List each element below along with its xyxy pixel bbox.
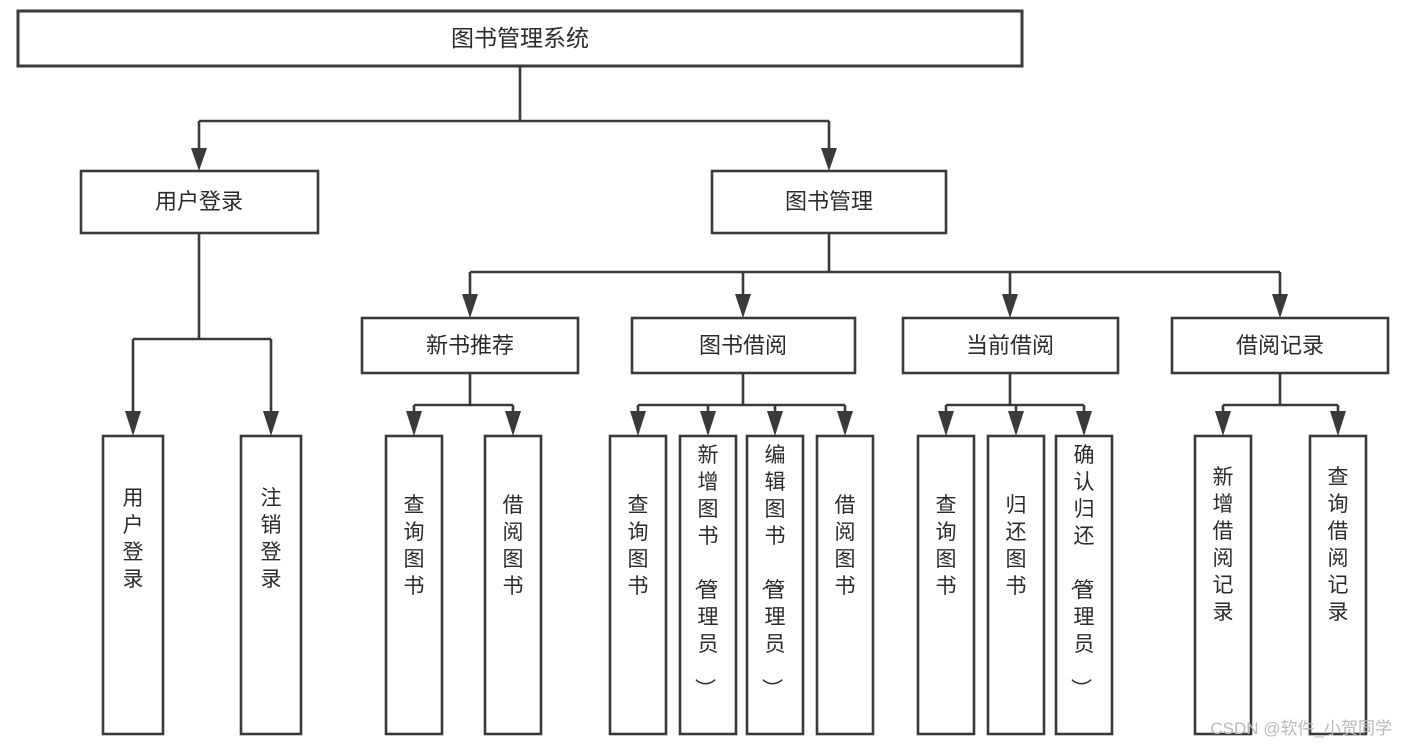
node-borrow-book-2-box[interactable] xyxy=(815,434,875,736)
node-add-book-admin[interactable]: 新增图书（管理员） xyxy=(678,434,738,736)
node-query-book-3-label: 查询图书 xyxy=(936,494,957,598)
arrow-head-add-borrow-record xyxy=(1215,411,1231,436)
node-user-login-box[interactable] xyxy=(79,169,320,235)
node-new-book-recommend[interactable]: 新书推荐 xyxy=(360,316,580,375)
node-user-login-action[interactable]: 用户登录 xyxy=(101,434,165,736)
arrow-head-confirm-return-admin xyxy=(1076,411,1092,436)
node-current-borrow[interactable]: 当前借阅 xyxy=(901,316,1120,375)
arrow-head-borrow-book-1 xyxy=(505,411,521,436)
arrow-head-return-book xyxy=(1008,411,1024,436)
node-return-book[interactable]: 归还图书 xyxy=(986,434,1046,736)
node-borrow-records[interactable]: 借阅记录 xyxy=(1170,316,1390,375)
node-query-book-1[interactable]: 查询图书 xyxy=(384,434,444,736)
node-add-borrow-record-label: 新增借阅记录 xyxy=(1213,466,1234,624)
node-edit-book-admin-box[interactable] xyxy=(745,434,805,736)
node-query-book-1-box[interactable] xyxy=(384,434,444,736)
node-root[interactable]: 图书管理系统 xyxy=(16,9,1024,68)
arrow-head-query-book-1 xyxy=(406,411,422,436)
node-user-login[interactable]: 用户登录 xyxy=(79,169,320,235)
node-borrow-records-label: 借阅记录 xyxy=(1236,333,1324,358)
arrow-head-user-login-action xyxy=(125,411,141,436)
node-book-management-box[interactable] xyxy=(710,169,948,235)
arrow-head-add-book-admin xyxy=(700,411,716,436)
node-add-book-admin-box[interactable] xyxy=(678,434,738,736)
arrow-head-query-book-2 xyxy=(630,411,646,436)
node-new-book-recommend-box[interactable] xyxy=(360,316,580,375)
node-edit-book-admin-label: 编辑图书（管理员） xyxy=(760,444,786,699)
connector-layer xyxy=(125,66,1346,436)
arrow-head-borrow-book-2 xyxy=(837,411,853,436)
node-borrow-book-1[interactable]: 借阅图书 xyxy=(483,434,543,736)
node-query-book-2-label: 查询图书 xyxy=(628,494,649,598)
node-query-book-1-label: 查询图书 xyxy=(404,494,425,598)
arrow-head-edit-book-admin xyxy=(767,411,783,436)
node-user-logout-action-box[interactable] xyxy=(239,434,303,736)
node-edit-book-admin[interactable]: 编辑图书（管理员） xyxy=(745,434,805,736)
node-book-borrow[interactable]: 图书借阅 xyxy=(630,316,857,375)
node-confirm-return-admin-box[interactable] xyxy=(1054,434,1114,736)
node-user-logout-action[interactable]: 注销登录 xyxy=(239,434,303,736)
node-book-management-label: 图书管理 xyxy=(785,189,873,214)
arrow-head-book-borrow xyxy=(735,294,751,318)
node-borrow-records-box[interactable] xyxy=(1170,316,1390,375)
node-return-book-label: 归还图书 xyxy=(1006,494,1027,598)
node-confirm-return-admin-label: 确认归还（管理员） xyxy=(1069,444,1095,699)
node-book-borrow-label: 图书借阅 xyxy=(699,333,787,358)
node-borrow-book-1-box[interactable] xyxy=(483,434,543,736)
node-book-management[interactable]: 图书管理 xyxy=(710,169,948,235)
node-add-borrow-record[interactable]: 新增借阅记录 xyxy=(1193,434,1253,736)
arrow-head-query-borrow-record xyxy=(1330,411,1346,436)
node-current-borrow-box[interactable] xyxy=(901,316,1120,375)
node-query-book-3[interactable]: 查询图书 xyxy=(916,434,976,736)
node-new-book-recommend-label: 新书推荐 xyxy=(426,333,514,358)
arrow-head-query-book-3 xyxy=(938,411,954,436)
node-current-borrow-label: 当前借阅 xyxy=(966,333,1054,358)
csdn-watermark: CSDN @软件_小贺同学 xyxy=(1210,719,1392,738)
node-query-book-2[interactable]: 查询图书 xyxy=(608,434,668,736)
node-user-logout-action-label: 注销登录 xyxy=(261,487,282,591)
arrow-head-book-management xyxy=(821,148,837,171)
node-user-login-label: 用户登录 xyxy=(155,189,243,214)
node-return-book-box[interactable] xyxy=(986,434,1046,736)
node-confirm-return-admin[interactable]: 确认归还（管理员） xyxy=(1054,434,1114,736)
node-query-borrow-record-label: 查询借阅记录 xyxy=(1328,466,1349,624)
node-query-borrow-record-box[interactable] xyxy=(1308,434,1368,736)
node-root-box[interactable] xyxy=(16,9,1024,68)
node-add-book-admin-label: 新增图书（管理员） xyxy=(693,444,719,699)
node-user-login-action-box[interactable] xyxy=(101,434,165,736)
node-user-login-action-label: 用户登录 xyxy=(123,487,144,591)
arrow-head-user-login xyxy=(191,148,207,171)
node-root-label: 图书管理系统 xyxy=(451,25,589,51)
node-borrow-book-1-label: 借阅图书 xyxy=(503,494,524,598)
node-query-book-3-box[interactable] xyxy=(916,434,976,736)
node-borrow-book-2-label: 借阅图书 xyxy=(835,494,856,598)
arrow-head-current-borrow xyxy=(1002,294,1018,318)
node-query-borrow-record[interactable]: 查询借阅记录 xyxy=(1308,434,1368,736)
node-add-borrow-record-box[interactable] xyxy=(1193,434,1253,736)
arrow-head-new-book-recommend xyxy=(462,294,478,318)
arrow-head-user-logout-action xyxy=(263,411,279,436)
arrow-head-borrow-records xyxy=(1272,294,1288,318)
node-query-book-2-box[interactable] xyxy=(608,434,668,736)
node-book-borrow-box[interactable] xyxy=(630,316,857,375)
node-borrow-book-2[interactable]: 借阅图书 xyxy=(815,434,875,736)
